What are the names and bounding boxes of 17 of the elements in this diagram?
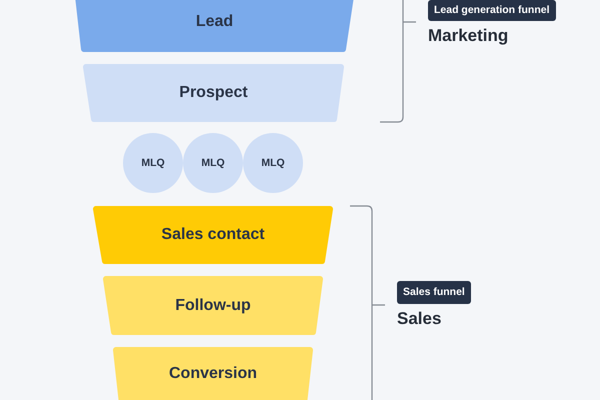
funnel-stage bbox=[83, 64, 344, 122]
funnel-stage bbox=[75, 0, 354, 52]
stage-label: Conversion bbox=[168, 364, 257, 382]
section-heading: Sales bbox=[397, 309, 442, 329]
section-heading: Marketing bbox=[428, 26, 508, 46]
section-tag: Sales funnel bbox=[397, 281, 471, 304]
section-tag: Lead generation funnel bbox=[428, 0, 556, 21]
stage-label: Prospect bbox=[179, 84, 248, 102]
stage-label: Sales contact bbox=[161, 226, 265, 244]
funnel-stage bbox=[103, 276, 323, 335]
funnel-stage bbox=[113, 347, 313, 400]
stage-label: MLQ bbox=[261, 157, 285, 169]
stage-label: Lead bbox=[196, 13, 234, 31]
stage-label: MLQ bbox=[201, 157, 225, 169]
stage-label: MLQ bbox=[141, 157, 165, 169]
funnel-stage bbox=[93, 206, 333, 264]
stage-label: Follow-up bbox=[175, 296, 251, 314]
